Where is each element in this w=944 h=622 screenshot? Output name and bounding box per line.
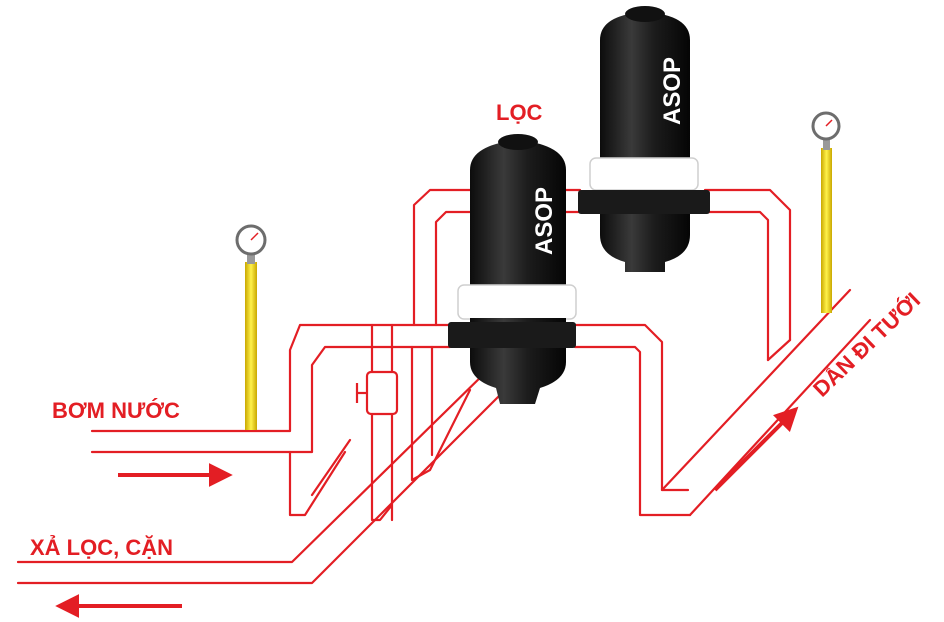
filter2-outlet <box>703 188 792 362</box>
inlet-pressure-gauge <box>235 224 267 430</box>
outlet-pressure-gauge <box>811 111 841 313</box>
filter-2-brand: ASOP <box>659 57 686 125</box>
filter1-outlet <box>573 323 692 517</box>
filter1-riser <box>410 345 472 482</box>
outlet-pipe <box>660 288 872 517</box>
filter-label: LỌC <box>496 100 543 125</box>
disc-filter-1: ASOP <box>448 134 577 404</box>
pump-in-label: BƠM NƯỚC <box>52 398 180 423</box>
disc-filter-2: ASOP <box>578 6 710 272</box>
filter-1-brand: ASOP <box>531 187 558 255</box>
outlet-flow-arrow <box>713 406 799 492</box>
flush-out-label: XẢ LỌC, CẶN <box>30 535 173 560</box>
bypass-valve <box>355 370 399 416</box>
pipe-network <box>16 188 872 585</box>
inlet-branch <box>288 438 352 517</box>
inlet-pipe <box>90 323 452 454</box>
valve-riser <box>370 323 394 522</box>
